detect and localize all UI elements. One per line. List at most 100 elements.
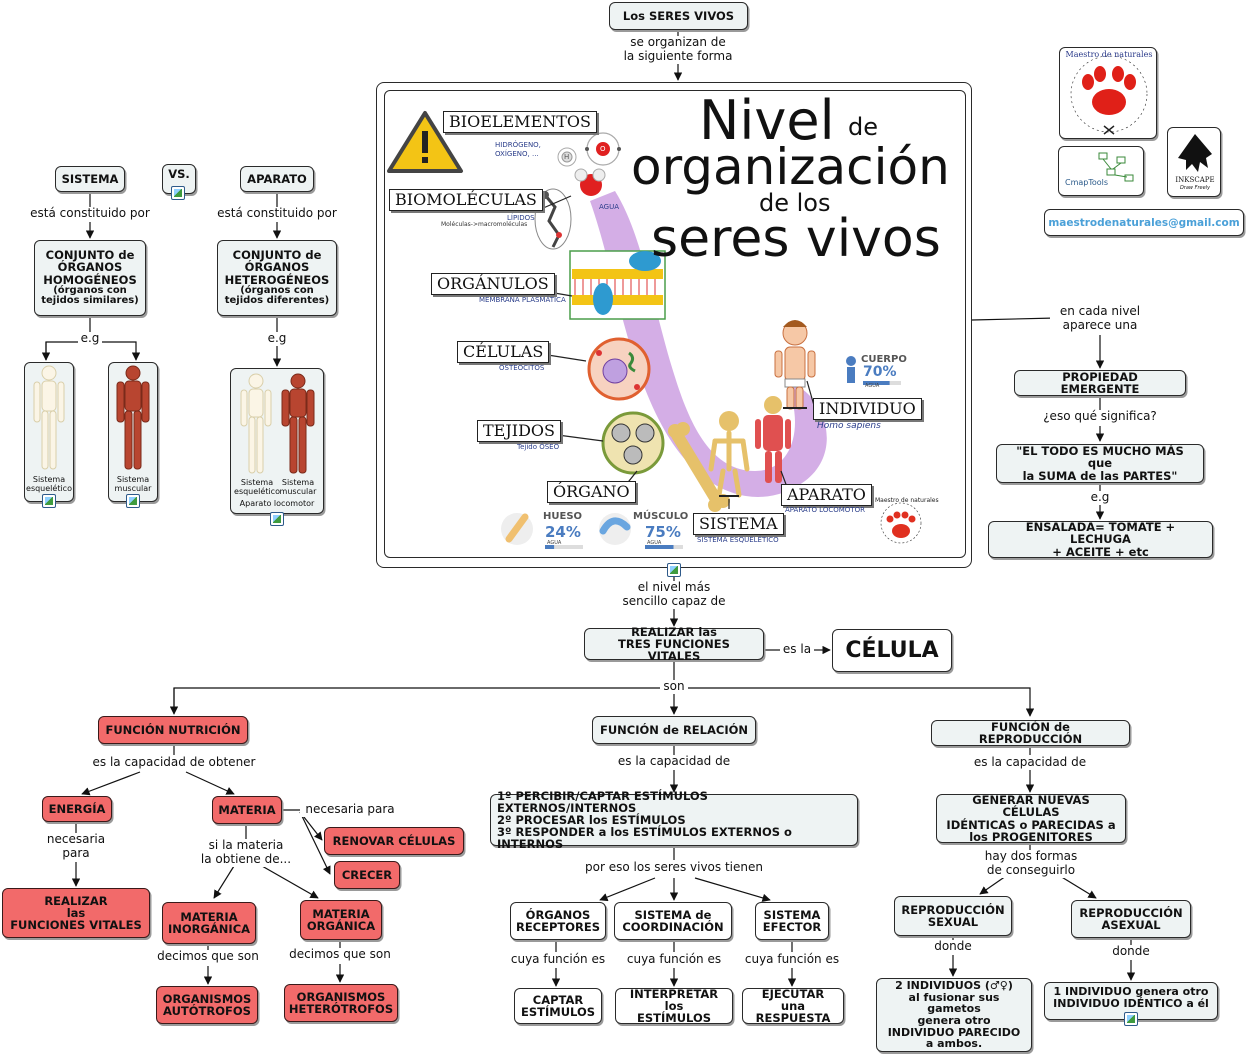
link-funcion-3: cuya función es: [740, 952, 844, 967]
cmaptools-logo[interactable]: CmapTools: [1058, 146, 1144, 196]
link-eg-aparato: e.g: [265, 331, 289, 346]
energia-node[interactable]: ENERGÍA: [42, 796, 112, 822]
dos-individuos-label: 2 INDIVIDUOS (♂♀) al fusionar sus gameto…: [887, 979, 1021, 1051]
sub-tejido-oseo: Tejido ÓSEO: [517, 443, 560, 451]
pasos-node[interactable]: 1º PERCIBIR/CAPTAR ESTÍMULOS EXTERNOS/IN…: [490, 790, 858, 850]
image-attachment-icon[interactable]: [1124, 1012, 1138, 1026]
crecer-node[interactable]: CRECER: [334, 861, 400, 889]
image-attachment-icon[interactable]: [171, 186, 185, 200]
realizar-funciones-label: REALIZAR las TRES FUNCIONES VITALES: [618, 624, 730, 664]
conjunto-homogeneos-node[interactable]: CONJUNTO de ÓRGANOS HOMOGÉNEOS (órganos …: [34, 240, 146, 316]
tag-celulas: CÉLULAS: [457, 341, 550, 363]
poster-title-delos: de los: [759, 189, 831, 217]
sistema-coordinacion-node[interactable]: SISTEMA de COORDINACIÓN: [614, 902, 732, 940]
ejecutar-respuesta-label: EJECUTAR una RESPUESTA: [755, 986, 831, 1026]
interpretar-estimulos-node[interactable]: INTERPRETAR los ESTÍMULOS: [615, 988, 733, 1024]
realizar-funciones-node[interactable]: REALIZAR las TRES FUNCIONES VITALES: [584, 624, 764, 664]
conjunto-heterogeneos-node[interactable]: CONJUNTO de ÓRGANOS HETEROGÉNEOS (órgano…: [217, 240, 337, 316]
tag-organulos: ORGÁNULOS: [431, 273, 555, 295]
link-emergente: en cada nivel aparece una: [1050, 304, 1150, 333]
aparato-node[interactable]: APARATO: [240, 166, 314, 192]
link-nivel-sencillo: el nivel más sencillo capaz de: [614, 580, 734, 609]
materia-inorganica-node[interactable]: MATERIA INORGÁNICA: [162, 902, 256, 944]
maestro-logo[interactable]: Maestro de naturales: [1059, 47, 1157, 139]
sistema-label: SISTEMA: [61, 171, 119, 186]
todo-node[interactable]: "EL TODO ES MUCHO MÁS que la SUMA de las…: [996, 444, 1204, 483]
muscle-figure-icon: [116, 365, 150, 470]
image-attachment-icon[interactable]: [667, 563, 681, 577]
link-eg-todo: e.g: [1088, 490, 1112, 505]
reproduccion-sexual-label: REPRODUCCIÓN SEXUAL: [901, 902, 1005, 929]
sub-sistema-esq: SISTEMA ESQUELÉTICO: [697, 536, 779, 544]
celula-label: CÉLULA: [845, 637, 939, 663]
link-capacidad-reproduccion: es la capacidad de: [960, 755, 1100, 770]
skeleton-icon: [708, 411, 750, 498]
funcion-relacion-node[interactable]: FUNCIÓN de RELACIÓN: [592, 716, 756, 744]
reproduccion-sexual-node[interactable]: REPRODUCCIÓN SEXUAL: [894, 896, 1012, 936]
funcion-reproduccion-label: FUNCIÓN de REPRODUCCIÓN: [978, 719, 1083, 746]
autotrofos-label: ORGANISMOS AUTÓTROFOS: [162, 991, 252, 1018]
atom-o: O: [600, 145, 606, 153]
small-paw-logo: [880, 502, 922, 544]
conjunto-heterogeneos-sub: (órganos con tejidos diferentes): [224, 284, 330, 307]
sistema-efector-node[interactable]: SISTEMA EFECTOR: [755, 902, 829, 940]
dos-individuos-node[interactable]: 2 INDIVIDUOS (♂♀) al fusionar sus gameto…: [876, 978, 1032, 1052]
conjunto-heterogeneos-title: CONJUNTO de ÓRGANOS HETEROGÉNEOS: [224, 248, 330, 287]
materia-node[interactable]: MATERIA: [212, 796, 282, 824]
organos-receptores-node[interactable]: ÓRGANOS RECEPTORES: [510, 902, 606, 940]
tag-sistema: SISTEMA: [693, 513, 784, 535]
materia-organica-node[interactable]: MATERIA ORGÁNICA: [300, 900, 382, 940]
energia-label: ENERGÍA: [48, 801, 106, 816]
reproduccion-asexual-node[interactable]: REPRODUCCIÓN ASEXUAL: [1071, 900, 1191, 938]
small-logo-text: Maestro de naturales: [875, 497, 939, 504]
image-attachment-icon[interactable]: [126, 494, 140, 508]
captar-estimulos-node[interactable]: CAPTAR ESTÍMULOS: [514, 988, 602, 1024]
sub-homo: Homo sapiens: [817, 421, 881, 431]
sistema-node[interactable]: SISTEMA: [55, 166, 125, 192]
interpretar-estimulos-label: INTERPRETAR los ESTÍMULOS: [629, 986, 719, 1026]
link-constituido-sistema: está constituido por: [24, 206, 156, 221]
realizar-funciones-vitales-label: REALIZAR las FUNCIONES VITALES: [10, 893, 142, 933]
ensalada-node[interactable]: ENSALADA= TOMATE + LECHUGA + ACEITE + et…: [988, 521, 1213, 558]
link-funcion-1: cuya función es: [506, 952, 610, 967]
funcion-nutricion-node[interactable]: FUNCIÓN NUTRICIÓN: [98, 716, 248, 744]
inkscape-logo[interactable]: INKSCAPE Draw Freely: [1167, 127, 1221, 197]
lipid-molecule-icon: [534, 188, 572, 250]
renovar-celulas-node[interactable]: RENOVAR CÉLULAS: [324, 827, 464, 855]
heterotrofos-node[interactable]: ORGANISMOS HETERÓTROFOS: [284, 984, 398, 1022]
link-constituido-aparato: está constituido por: [211, 206, 343, 221]
poster[interactable]: Nivel de organización de los seres vivos…: [384, 90, 966, 558]
ejecutar-respuesta-node[interactable]: EJECUTAR una RESPUESTA: [742, 988, 844, 1024]
vs-node[interactable]: VS.: [162, 164, 196, 194]
realizar-funciones-vitales-node[interactable]: REALIZAR las FUNCIONES VITALES: [2, 888, 150, 938]
sub-osteocitos: OSTEOCITOS: [499, 364, 545, 372]
poster-illustration: [387, 111, 922, 549]
propiedad-emergente-node[interactable]: PROPIEDAD EMERGENTE: [1014, 370, 1186, 396]
inkscape-text: INKSCAPE: [1175, 176, 1215, 184]
funcion-nutricion-label: FUNCIÓN NUTRICIÓN: [105, 722, 241, 737]
hueso-label: HUESO: [543, 511, 583, 522]
link-capacidad-relacion: es la capacidad de: [604, 754, 744, 769]
heterotrofos-label: ORGANISMOS HETERÓTROFOS: [288, 989, 394, 1016]
link-eg-sistema: e.g: [78, 331, 102, 346]
musculo-label: MÚSCULO: [633, 511, 689, 522]
root-node[interactable]: Los SERES VIVOS: [609, 2, 748, 30]
sistema-efector-label: SISTEMA EFECTOR: [762, 907, 822, 934]
image-attachment-icon[interactable]: [42, 494, 56, 508]
musculo-water-bar: [645, 545, 674, 549]
autotrofos-node[interactable]: ORGANISMOS AUTÓTROFOS: [156, 986, 258, 1024]
celula-node[interactable]: CÉLULA: [832, 629, 952, 672]
link-es-la: es la: [780, 642, 814, 657]
muscle-figure-icon: [755, 396, 791, 483]
funcion-reproduccion-node[interactable]: FUNCIÓN de REPRODUCCIÓN: [931, 720, 1130, 746]
generar-celulas-node[interactable]: GENERAR NUEVAS CÉLULAS IDÉNTICAS o PAREC…: [936, 794, 1126, 843]
hueso-pct: 24%: [545, 523, 581, 541]
inkscape-sub: Draw Freely: [1179, 185, 1211, 191]
link-capacidad-obtener: es la capacidad de obtener: [84, 755, 264, 770]
link-dos-formas: hay dos formas de conseguirlo: [976, 849, 1086, 878]
caption-esqueletico-2: Sistema esquelético: [234, 478, 280, 496]
email-box[interactable]: maestrodenaturales@gmail.com: [1044, 209, 1244, 236]
cuerpo-label: CUERPO: [861, 354, 907, 365]
image-attachment-icon[interactable]: [270, 512, 284, 526]
